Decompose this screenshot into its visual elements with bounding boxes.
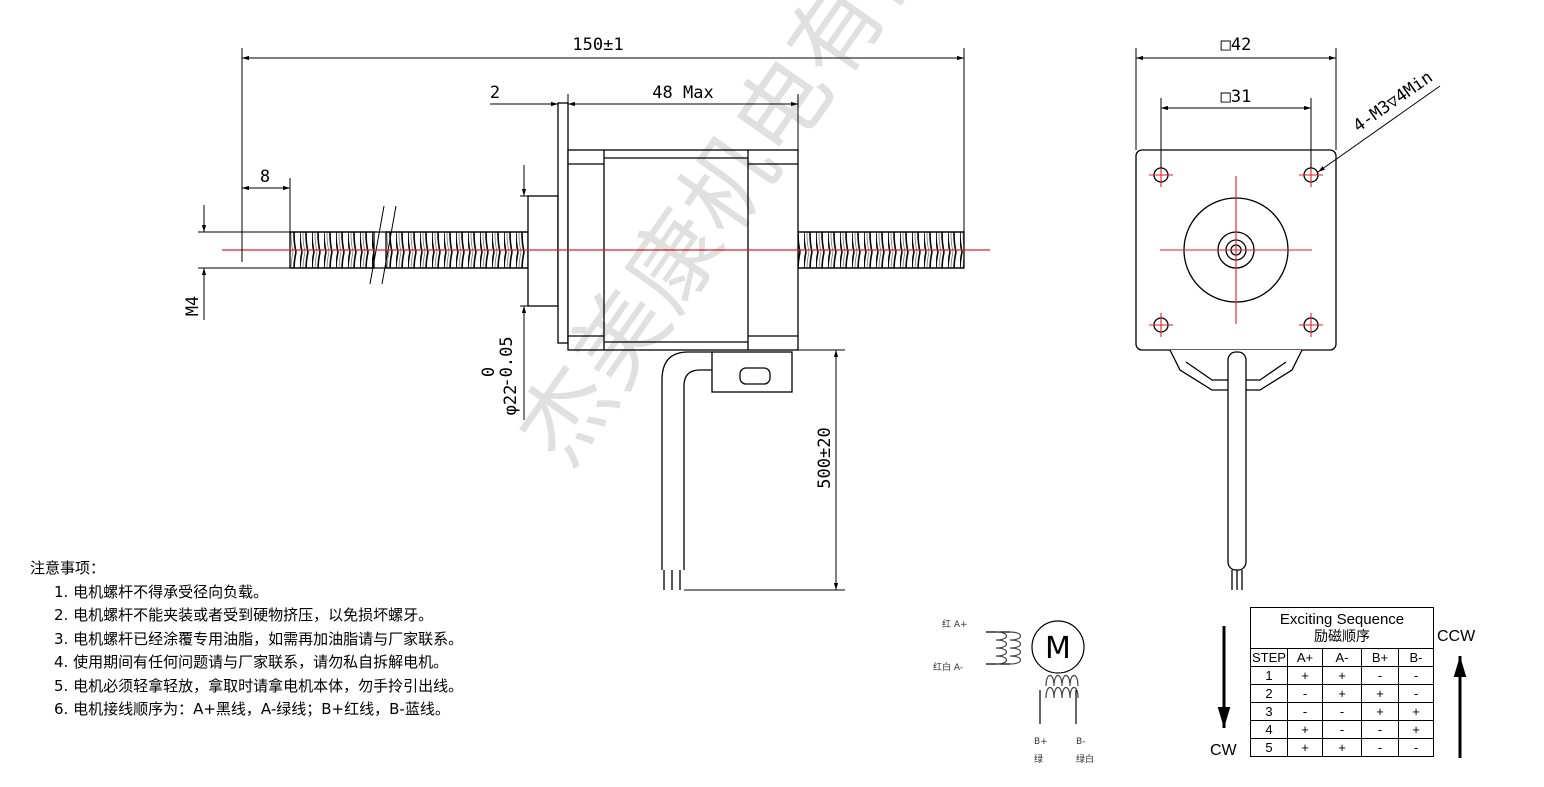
value-cell: + bbox=[1287, 738, 1323, 757]
motor-symbol-circle bbox=[1031, 620, 1085, 674]
value-cell: + bbox=[1361, 684, 1399, 703]
wire-b-minus-color: 绿白 bbox=[1076, 753, 1094, 765]
note-item: 4. 使用期间有任何问题请与厂家联系，请勿私自拆解电机。 bbox=[54, 653, 449, 671]
value-cell: + bbox=[1398, 702, 1434, 721]
dim-boss-diameter: φ22 bbox=[501, 385, 521, 416]
dim-flange: 2 bbox=[490, 83, 500, 103]
value-cell: + bbox=[1322, 738, 1362, 757]
value-cell: - bbox=[1398, 738, 1434, 757]
wire-a-minus-label: 红白 A- bbox=[933, 661, 963, 673]
table-row: 5 + + - - bbox=[1250, 738, 1434, 757]
value-cell: - bbox=[1361, 720, 1399, 739]
value-cell: - bbox=[1398, 684, 1434, 703]
step-cell: 2 bbox=[1250, 684, 1288, 703]
lead-wire bbox=[661, 351, 712, 570]
sequence-title-cell: Exciting Sequence 励磁顺序 bbox=[1250, 607, 1434, 649]
step-cell: 5 bbox=[1250, 738, 1288, 757]
dim-boss-tol-upper: 0 bbox=[479, 367, 499, 377]
ccw-label: CCW bbox=[1437, 628, 1476, 645]
value-cell: + bbox=[1287, 666, 1323, 685]
value-cell: + bbox=[1287, 720, 1323, 739]
value-cell: - bbox=[1287, 702, 1323, 721]
value-cell: - bbox=[1287, 684, 1323, 703]
sequence-header-row: STEP A+ A- B+ B- bbox=[1250, 648, 1434, 667]
note-item: 2. 电机螺杆不能夹装或者受到硬物挤压，以免损坏螺牙。 bbox=[54, 606, 434, 624]
notes-block: 注意事项： 1. 电机螺杆不得承受径向负载。 2. 电机螺杆不能夹装或者受到硬物… bbox=[30, 557, 463, 722]
note-item: 1. 电机螺杆不得承受径向负载。 bbox=[54, 582, 269, 601]
step-cell: 3 bbox=[1250, 702, 1288, 721]
dim-boss-tol-lower: -0.05 bbox=[497, 336, 517, 387]
step-cell: 4 bbox=[1250, 720, 1288, 739]
motor-symbol-label: M bbox=[1045, 631, 1071, 666]
exciting-sequence-table: Exciting Sequence 励磁顺序 STEP A+ A- B+ B- … bbox=[1250, 607, 1434, 757]
header-cell: A- bbox=[1322, 648, 1362, 667]
value-cell: - bbox=[1322, 702, 1362, 721]
notes-title: 注意事项： bbox=[30, 559, 106, 577]
dim-body-length: 48 Max bbox=[652, 83, 713, 103]
side-view bbox=[289, 102, 965, 590]
dim-square-outer: □42 bbox=[1221, 35, 1252, 55]
dim-thread-end: 8 bbox=[260, 167, 270, 187]
cw-label: CW bbox=[1210, 742, 1237, 759]
value-cell: + bbox=[1361, 702, 1399, 721]
dim-mount-holes: 4-M3▽4Min bbox=[1350, 67, 1437, 136]
note-item: 3. 电机螺杆已经涂覆专用油脂，如需再加油脂请与厂家联系。 bbox=[54, 629, 464, 648]
table-row: 2 - + + - bbox=[1250, 684, 1434, 703]
value-cell: + bbox=[1322, 684, 1362, 703]
motor-flange bbox=[557, 102, 569, 344]
header-cell: STEP bbox=[1250, 648, 1288, 667]
wire-a-plus-label: 红 A+ bbox=[942, 618, 968, 630]
value-cell: - bbox=[1322, 720, 1362, 739]
front-lead bbox=[1227, 351, 1247, 571]
wiring-schematic bbox=[986, 620, 1085, 724]
table-row: 1 + + - - bbox=[1250, 666, 1434, 685]
table-row: 3 - - + + bbox=[1250, 702, 1434, 721]
header-cell: A+ bbox=[1287, 648, 1323, 667]
wire-b-minus-label: B- bbox=[1076, 737, 1085, 747]
dim-thread: M4 bbox=[183, 296, 203, 316]
step-cell: 1 bbox=[1250, 666, 1288, 685]
sequence-title: Exciting Sequence bbox=[1279, 611, 1405, 628]
sequence-subtitle: 励磁顺序 bbox=[1314, 628, 1370, 644]
wire-b-plus-color: 绿 bbox=[1034, 753, 1043, 765]
dim-square-hole: □31 bbox=[1221, 87, 1252, 107]
wire-b-plus-label: B+ bbox=[1034, 737, 1048, 747]
note-item: 5. 电机必须轻拿轻放，拿取时请拿电机本体，勿手拎引出线。 bbox=[54, 676, 464, 695]
value-cell: + bbox=[1398, 720, 1434, 739]
header-cell: B- bbox=[1398, 648, 1434, 667]
dim-overall-length: 150±1 bbox=[572, 35, 623, 55]
motor-boss bbox=[527, 195, 559, 307]
note-item: 6. 电机接线顺序为：A+黑线，A-绿线；B+红线，B-蓝线。 bbox=[54, 700, 450, 718]
value-cell: - bbox=[1398, 666, 1434, 685]
value-cell: - bbox=[1361, 666, 1399, 685]
value-cell: + bbox=[1322, 666, 1362, 685]
header-cell: B+ bbox=[1361, 648, 1399, 667]
dim-lead-length: 500±20 bbox=[815, 427, 835, 488]
table-row: 4 + - - + bbox=[1250, 720, 1434, 739]
value-cell: - bbox=[1361, 738, 1399, 757]
